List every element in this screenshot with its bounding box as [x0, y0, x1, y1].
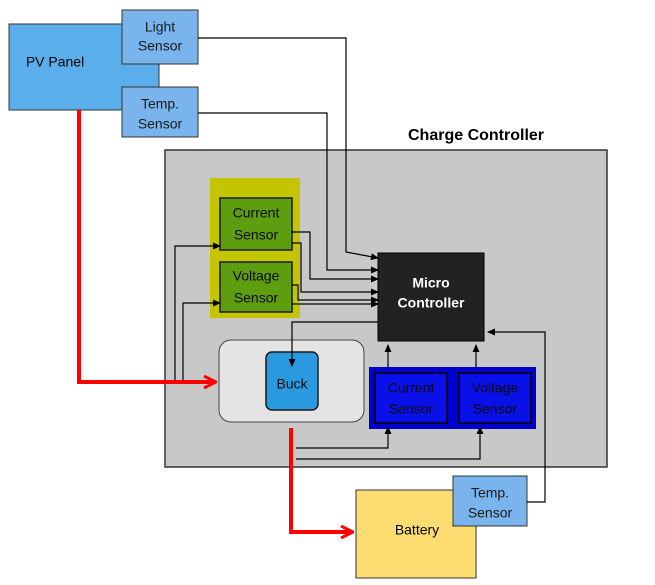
output-voltage-sensor-box	[458, 372, 532, 424]
pv-panel-label: PV Panel	[26, 54, 84, 70]
output-current-sensor-label-line2: Sensor	[389, 401, 434, 417]
light-sensor-to-micro-wire	[198, 37, 379, 261]
input-voltage-sensor-label-line1: Voltage	[233, 268, 280, 284]
panel-temp-sensor-to-micro-wire	[198, 112, 379, 274]
pv-to-buck-power-line	[77, 110, 215, 382]
battery-temp-sensor-to-micro-wire	[487, 328, 546, 503]
input-current-sensor-wire-b	[292, 242, 379, 296]
micro-controller-label-line1: Micro	[412, 275, 449, 291]
micro-controller-label-line2: Controller	[398, 295, 465, 311]
panel-temp-sensor-label-line2: Sensor	[138, 116, 183, 132]
buck-output-to-voltage-sensor-wire	[296, 426, 484, 460]
pv-line-to-input-current-sensor	[174, 242, 221, 380]
battery-temp-sensor-label-line2: Sensor	[468, 505, 513, 521]
pv-line-to-input-voltage-sensor	[182, 299, 221, 380]
buck-output-to-current-sensor-wire	[296, 426, 392, 449]
light-sensor-label-line1: Light	[145, 19, 175, 35]
panel-temp-sensor-label-line1: Temp.	[141, 96, 179, 112]
micro-controller-box	[377, 252, 485, 342]
panel-temp-sensor-box	[121, 86, 199, 138]
input-current-sensor-box	[219, 197, 293, 251]
output-voltage-sensor-label-line1: Voltage	[472, 380, 519, 396]
input-current-sensor-label-line2: Sensor	[234, 227, 279, 243]
buck-to-battery-power-line	[289, 428, 352, 532]
light-sensor-label-line2: Sensor	[138, 38, 183, 54]
input-current-sensor-wire-a	[292, 231, 379, 283]
input-current-sensor-label-line1: Current	[233, 205, 280, 221]
buck-label: Buck	[276, 376, 308, 392]
battery-temp-sensor-label-line1: Temp.	[471, 485, 509, 501]
input-voltage-sensor-wire-a	[292, 284, 379, 304]
battery-temp-sensor-box	[452, 475, 528, 527]
battery-label: Battery	[395, 522, 439, 538]
output-current-sensor-box	[374, 372, 448, 424]
input-voltage-sensor-label-line2: Sensor	[234, 290, 279, 306]
charge-controller-title: Charge Controller	[408, 127, 544, 144]
light-sensor-box	[121, 9, 199, 65]
input-voltage-sensor-box	[219, 261, 293, 313]
micro-to-buck-wire	[288, 321, 378, 367]
output-voltage-sensor-label-line2: Sensor	[473, 401, 518, 417]
output-current-sensor-label-line1: Current	[388, 380, 435, 396]
